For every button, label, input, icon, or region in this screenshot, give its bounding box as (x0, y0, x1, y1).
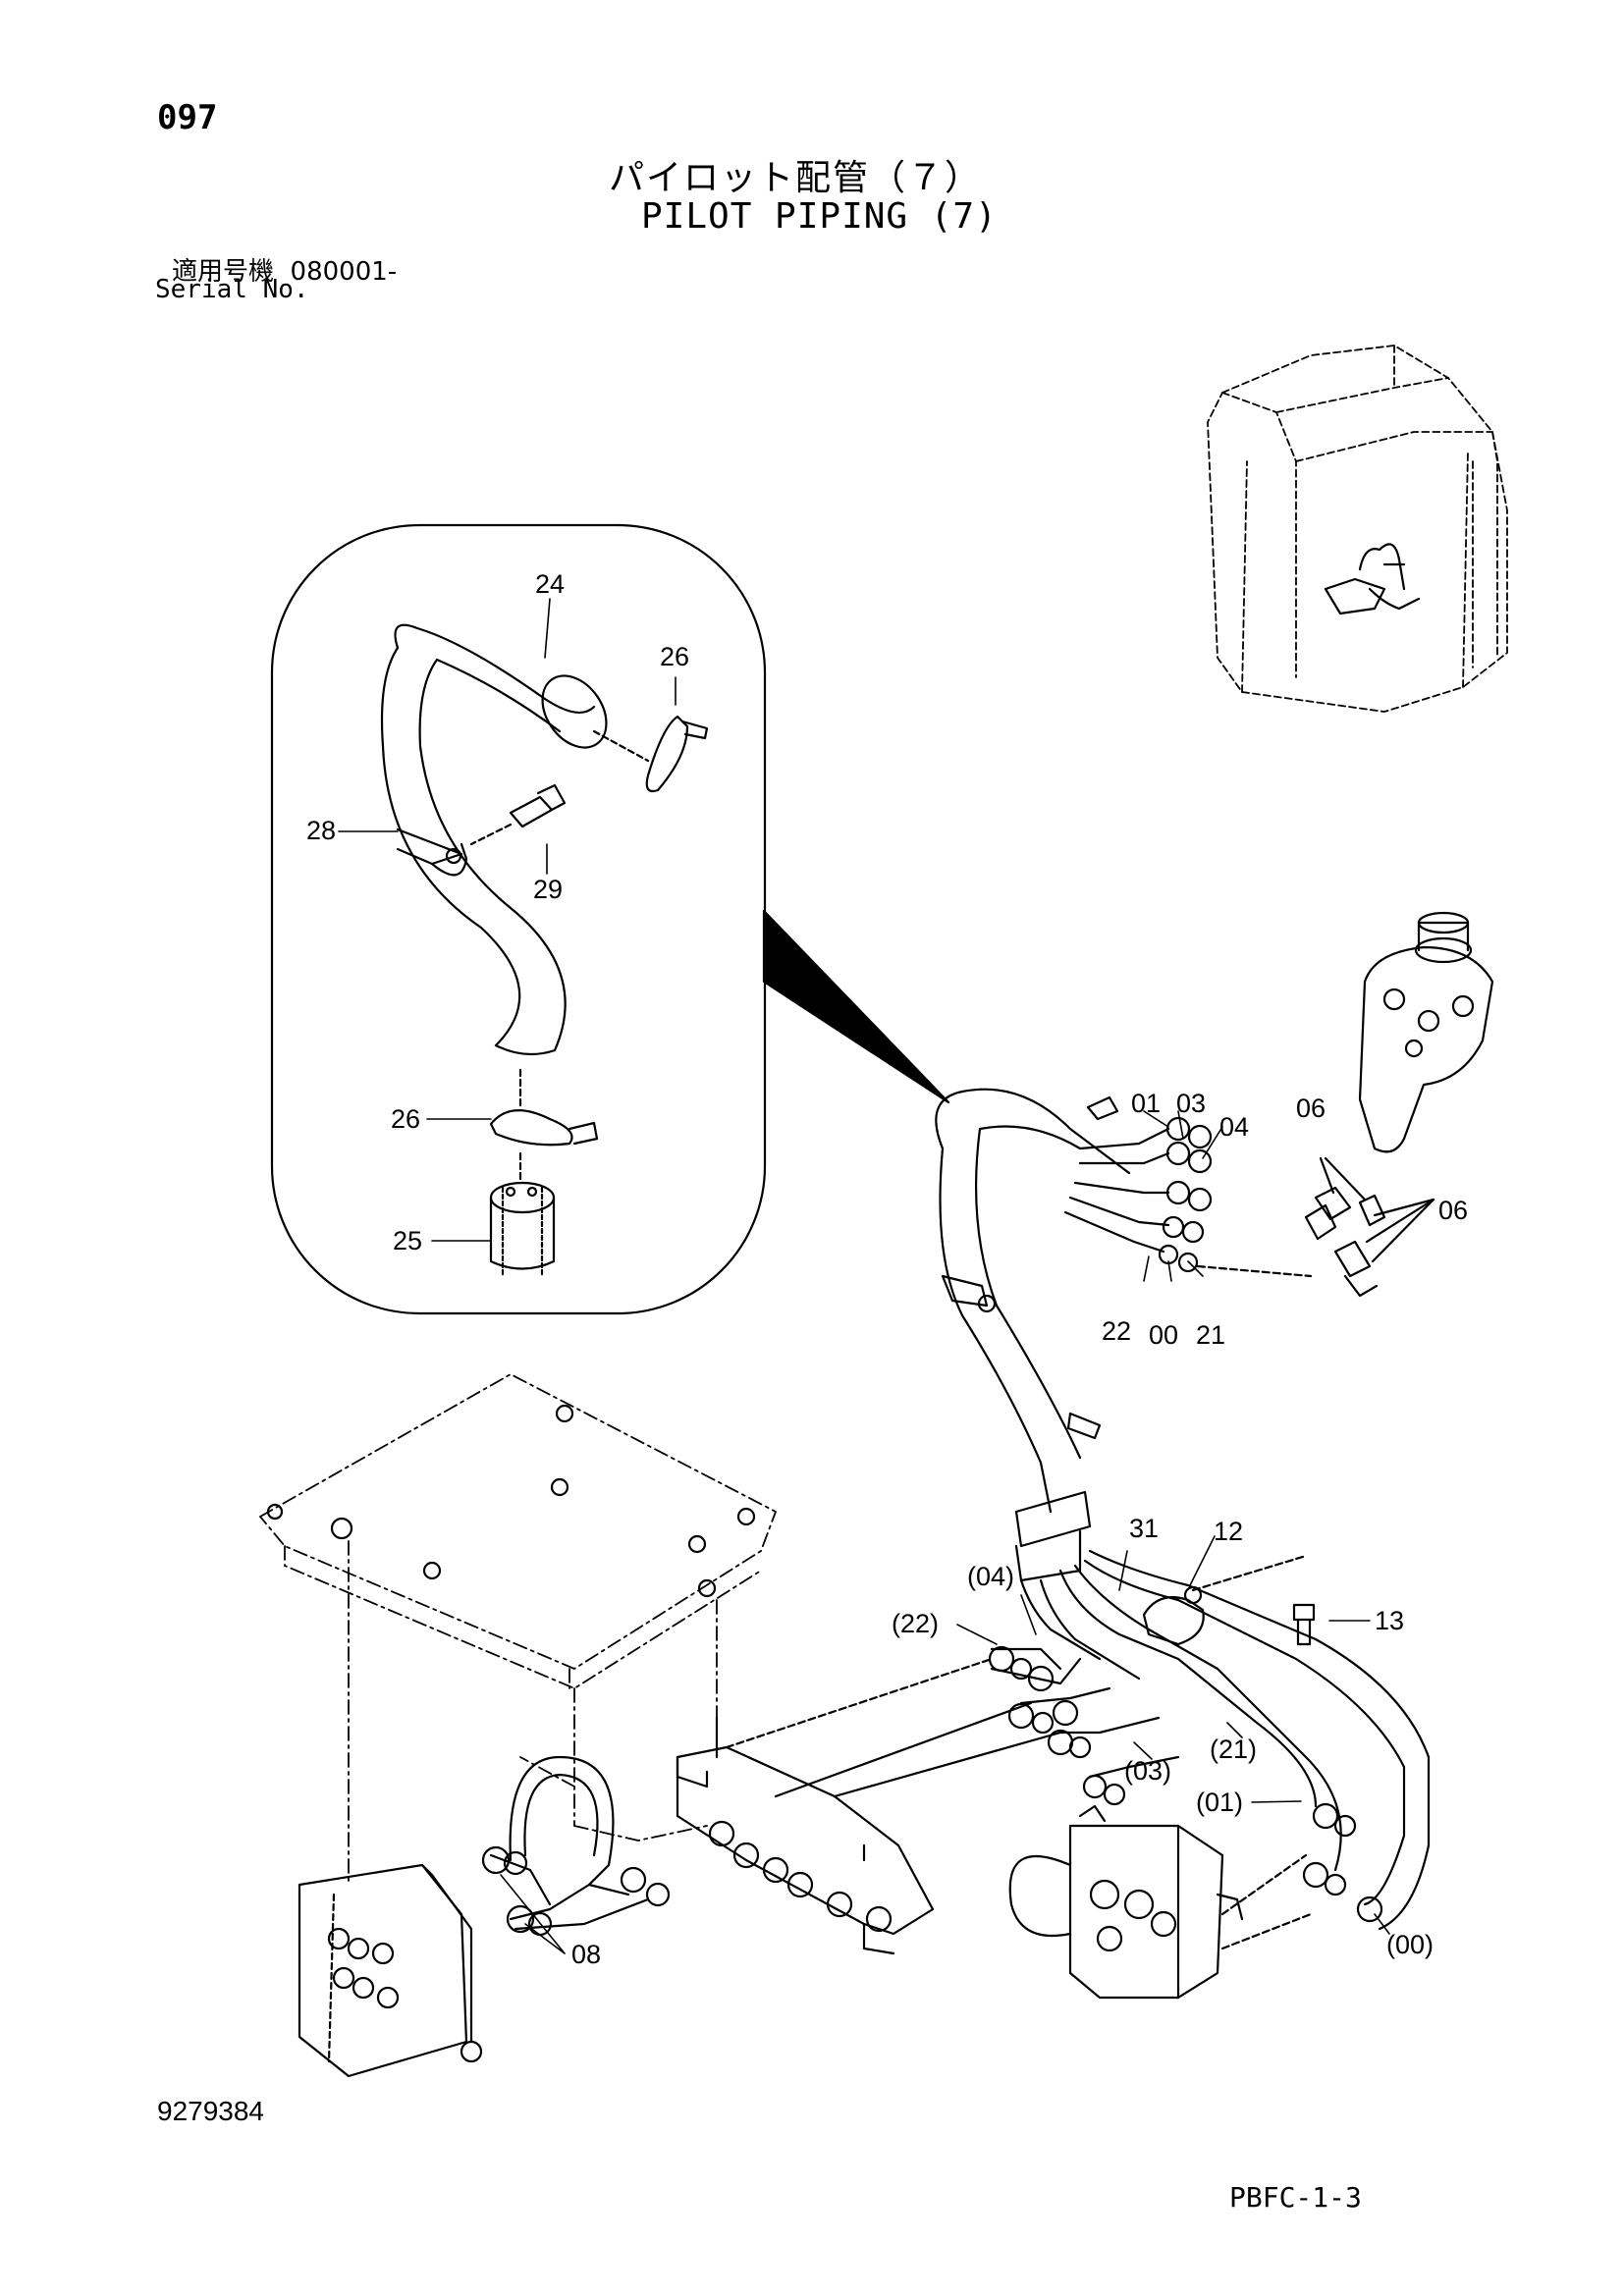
page-title: PILOT PIPING (7) (641, 196, 998, 237)
callout-labels: 24 26 28 29 26 25 01 03 04 06 06 22 00 2… (306, 569, 1468, 1969)
callout-ref-00: (00) (1386, 1930, 1434, 1959)
manifold-block (676, 1657, 1062, 1955)
bolt-part-13 (1292, 1603, 1316, 1646)
callout-31: 31 (1129, 1514, 1159, 1543)
callout-28: 28 (306, 816, 336, 845)
band-part-26-upper (592, 715, 709, 793)
callout-24: 24 (535, 569, 565, 599)
drawing-number: 9279384 (157, 2096, 265, 2126)
detail-pointer (762, 909, 950, 1104)
clamp-part-12 (1142, 1554, 1308, 1646)
main-hose-bundle (935, 1088, 1131, 1582)
page-number: 097 (157, 98, 218, 137)
callout-ref-04: (04) (967, 1562, 1014, 1591)
bundle-clamp-lower (1066, 1412, 1102, 1440)
serial-label: Serial No. (155, 275, 309, 304)
callout-26-upper: 26 (660, 642, 689, 671)
callout-03: 03 (1176, 1089, 1206, 1118)
callout-25: 25 (393, 1226, 422, 1255)
plate-bolts (266, 1404, 756, 1598)
clamp-part-28 (396, 828, 468, 877)
hose-fittings-08 (481, 1845, 671, 1937)
cab-overview-illustration (1207, 345, 1508, 713)
leader-lines (338, 598, 1390, 1954)
callout-08: 08 (571, 1940, 601, 1969)
cab-pilot-valve-detail (1324, 543, 1421, 615)
callout-12: 12 (1214, 1517, 1243, 1546)
callout-06-lower: 06 (1438, 1196, 1468, 1225)
bolt-part-29 (469, 783, 567, 846)
callout-01: 01 (1131, 1089, 1161, 1118)
upper-hose-fan (1063, 1127, 1170, 1254)
callout-04: 04 (1219, 1112, 1249, 1142)
band-part-26-lower (489, 1068, 599, 1147)
serial-number-line: 適用号機 080001- (172, 251, 397, 288)
serial-label-japanese: 適用号機 (172, 257, 275, 287)
page-title-japanese: パイロット配管（７） (609, 158, 983, 198)
lower-left-valve-block (298, 1863, 483, 2078)
callout-ref-21: (21) (1210, 1735, 1257, 1764)
callout-ref-22: (22) (892, 1609, 939, 1638)
callout-ref-03: (03) (1124, 1756, 1171, 1786)
callout-26-lower: 26 (391, 1104, 420, 1134)
adapter-fittings-06 (1304, 1156, 1435, 1298)
bundle-clamp-middle (941, 1274, 997, 1313)
bundle-clamp-upper (1086, 1095, 1119, 1121)
callout-22: 22 (1102, 1316, 1131, 1346)
callout-00: 00 (1149, 1320, 1178, 1350)
right-control-valve (1008, 1804, 1313, 2000)
grommet-part-25 (489, 1151, 556, 1278)
lower-hose-fittings (988, 1645, 1383, 1923)
callout-06-upper: 06 (1296, 1094, 1326, 1123)
detail-callout-bubble (270, 523, 767, 1315)
callout-ref-01: (01) (1196, 1788, 1243, 1817)
pilot-valve-body (1358, 911, 1494, 1153)
upper-fittings (1158, 1116, 1313, 1278)
lower-hose-routing (990, 1549, 1431, 1931)
callout-29: 29 (533, 875, 563, 904)
hose-part-24 (380, 623, 608, 1056)
callout-13: 13 (1375, 1606, 1404, 1635)
mounting-plate (259, 1373, 777, 1886)
callout-21: 21 (1196, 1320, 1225, 1350)
serial-value: 080001- (290, 257, 398, 287)
sheet-reference: PBFC-1-3 (1229, 2181, 1362, 2214)
